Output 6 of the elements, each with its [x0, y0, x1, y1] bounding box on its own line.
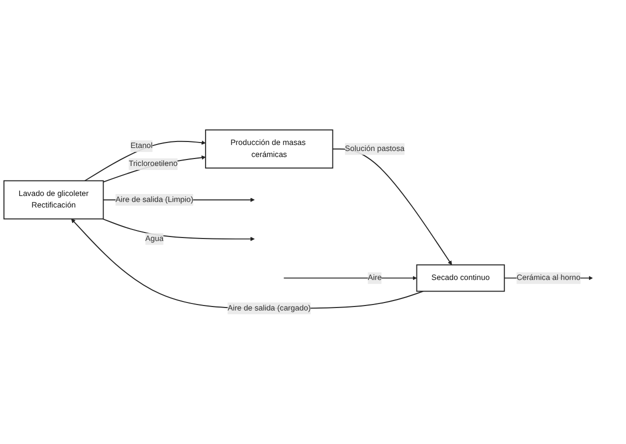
- arrow: [332, 148, 452, 265]
- arrow: [102, 218, 255, 242]
- arrow: [102, 155, 206, 182]
- arrow: [71, 218, 424, 309]
- arrow: [84, 140, 206, 182]
- arrow: [283, 276, 417, 280]
